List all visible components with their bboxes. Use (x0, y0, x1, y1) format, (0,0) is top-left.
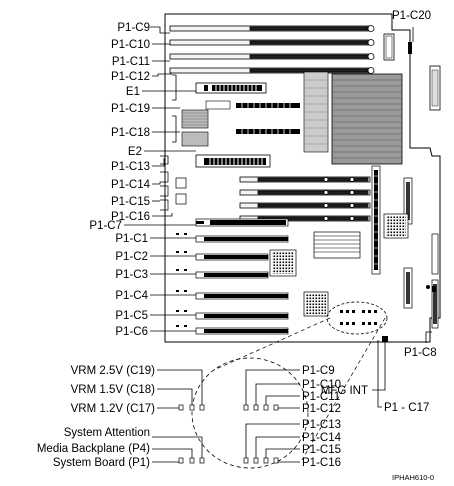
label-p1-c4: P1-C4 (115, 290, 148, 302)
label-detail-p1-c16: P1-C16 (302, 457, 341, 469)
label-detail-p1-c11: P1-C11 (302, 391, 340, 403)
mfg-int-connector (382, 336, 388, 342)
label-p1-c3: P1-C3 (115, 269, 148, 281)
label-p1-c17: P1 - C17 (384, 402, 429, 414)
label-p1-c8: P1-C8 (404, 347, 437, 359)
label-p1-c2: P1-C2 (115, 251, 148, 263)
system-board-outline (164, 13, 441, 343)
label-p1-c16: P1-C16 (111, 211, 150, 223)
label-e2: E2 (128, 146, 142, 158)
pci-slots (176, 233, 289, 335)
vrm-slot-c18 (236, 129, 300, 134)
label-p1-c5: P1-C5 (115, 310, 148, 322)
label-media-backplane: Media Backplane (P4) (37, 443, 150, 455)
memory-slots-c13-c16 (239, 176, 371, 222)
label-p1-c15: P1-C15 (111, 196, 150, 208)
label-detail-p1-c9: P1-C9 (302, 365, 335, 377)
label-p1-c11: P1-C11 (112, 56, 150, 68)
label-detail-p1-c14: P1-C14 (302, 432, 342, 444)
e1-connector (195, 82, 267, 94)
chip-striped (313, 231, 361, 259)
label-p1-c6: P1-C6 (115, 326, 148, 338)
right-connectors (403, 177, 439, 329)
memory-slots-c9-c12 (169, 25, 375, 74)
detail-callout-lines (213, 317, 386, 461)
detail-ellipse (191, 357, 309, 469)
label-p1-c9: P1-C9 (117, 22, 150, 34)
label-system-board: System Board (P1) (53, 457, 150, 469)
label-e1: E1 (126, 86, 140, 98)
label-vrm-2-5v: VRM 2.5V (C19) (71, 365, 156, 377)
label-p1-c7: P1-C7 (89, 220, 122, 232)
label-mfg-int: MFG INT (321, 385, 368, 397)
label-detail-p1-c10: P1-C10 (302, 379, 341, 391)
detail-leds (178, 404, 279, 464)
p1-c8-riser-slot (371, 165, 381, 275)
e2-connector (195, 154, 271, 168)
label-p1-c18: P1-C18 (111, 127, 150, 139)
chip-grid-upper (383, 213, 409, 239)
vrm-leds (340, 310, 377, 325)
label-p1-c10: P1-C10 (111, 39, 150, 51)
chip-grid-pci (269, 249, 297, 277)
label-vrm-1-5v: VRM 1.5V (C18) (71, 384, 156, 396)
processor-heatsink-main (331, 73, 403, 165)
processor-heatsink-left (181, 109, 209, 147)
chip-grid-lower (303, 291, 329, 317)
label-detail-p1-c12: P1-C12 (302, 403, 341, 415)
label-p1-c13: P1-C13 (111, 161, 150, 173)
vrm-slot-c19 (205, 100, 300, 110)
figure-code: IPHAH610-0 (392, 473, 434, 482)
label-detail-p1-c13: P1-C13 (302, 419, 341, 431)
label-p1-c12: P1-C12 (111, 71, 150, 83)
label-vrm-1-2v: VRM 1.2V (C17) (71, 403, 156, 415)
detail-right-labels: P1-C9 P1-C10 P1-C11 P1-C12 P1-C13 P1-C14… (302, 365, 342, 469)
label-p1-c20: P1-C20 (392, 10, 431, 22)
p1-c20-connector (408, 42, 412, 54)
detail-left-labels: VRM 2.5V (C19) VRM 1.5V (C18) VRM 1.2V (… (37, 365, 155, 469)
pci-slot-labels: P1-C1 P1-C2 P1-C3 P1-C4 P1-C5 P1-C6 (115, 233, 148, 338)
label-p1-c19: P1-C19 (111, 103, 150, 115)
label-system-attention: System Attention (64, 427, 150, 439)
c13-c16-clips (160, 171, 187, 211)
battery-holder (383, 33, 395, 61)
p1-c7-slot (195, 218, 289, 227)
label-p1-c14: P1-C14 (111, 179, 151, 191)
top-left-labels: P1-C9 P1-C10 P1-C11 P1-C12 E1 P1-C19 P1-… (111, 22, 151, 223)
label-p1-c1: P1-C1 (115, 233, 148, 245)
vrm-detail-area (326, 301, 388, 335)
processor-module-mid (303, 71, 329, 153)
leader-lines (124, 26, 432, 463)
label-detail-p1-c15: P1-C15 (302, 444, 341, 456)
